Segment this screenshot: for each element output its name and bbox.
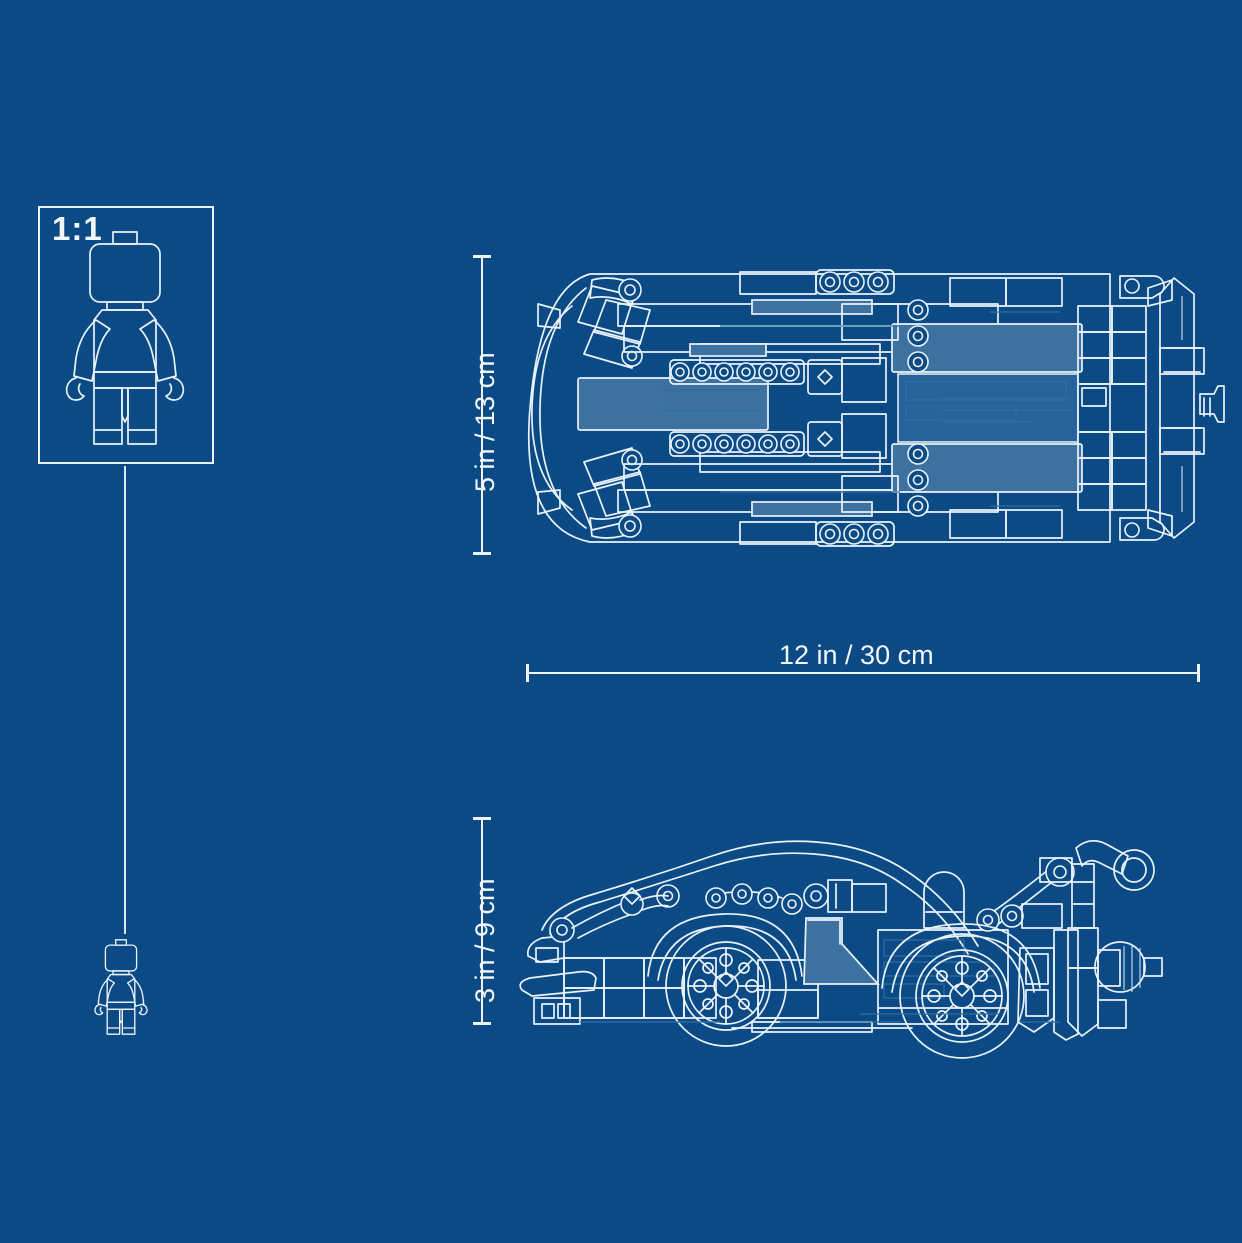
dimension-line-height-top [473, 255, 491, 555]
front-wheel-spokes [687, 947, 765, 1025]
rear-brick-grid [949, 277, 1147, 539]
dimension-line-height-side [473, 817, 491, 1025]
dimension-label-height-side: 3 in / 9 cm [470, 878, 500, 1003]
rear-axle-connector [1094, 941, 1163, 1029]
top-view-body [527, 269, 1225, 547]
scale-reference-box [38, 206, 214, 464]
dimension-line-length [526, 664, 1200, 682]
sports-car-top-view [527, 269, 1225, 547]
rear-spoiler [1067, 839, 1155, 1037]
scale-ratio-label: 1:1 [52, 210, 103, 247]
technic-pin-row-lower [670, 434, 800, 454]
rear-pin-cluster-bottom [815, 521, 895, 547]
sports-car-side-view [519, 839, 1163, 1059]
dimension-label-height-top: 5 in / 13 cm [470, 352, 500, 492]
scale-leader-line [124, 466, 126, 934]
side-view-body [519, 839, 1163, 1059]
dimension-label-length: 12 in / 30 cm [779, 640, 934, 670]
gear-pin-stack [907, 299, 929, 517]
rear-wing [1147, 277, 1225, 539]
technic-pin-row-upper [670, 362, 800, 382]
minifigure-full-scale-icon [65, 231, 185, 445]
minifigure-scaled-icon [94, 939, 148, 1035]
rear-wheel-spokes [921, 955, 1003, 1037]
rear-pin-cluster-top [815, 269, 895, 295]
